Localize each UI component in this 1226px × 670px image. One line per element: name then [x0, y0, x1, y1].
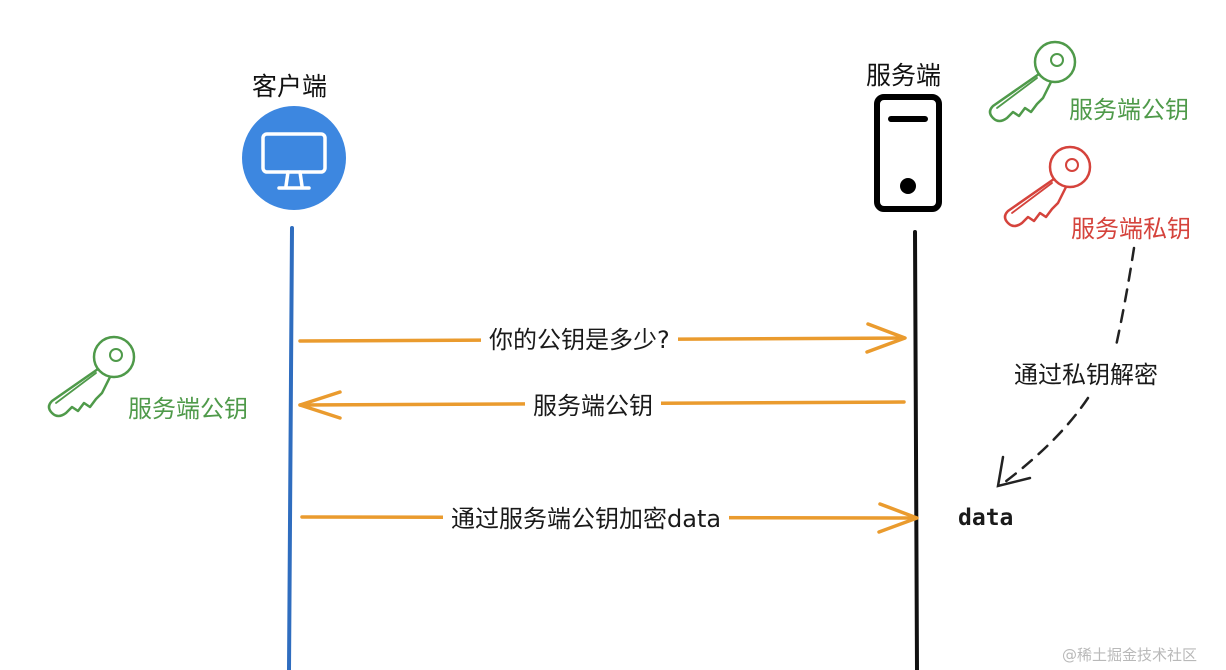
- watermark: @稀土掘金技术社区: [1062, 646, 1198, 664]
- client-title: 客户端: [252, 72, 328, 101]
- server-private-key-label: 服务端私钥: [1071, 215, 1191, 243]
- server-public-key-label: 服务端公钥: [1069, 96, 1189, 124]
- monitor-icon: [242, 106, 346, 210]
- client-lifeline: [287, 226, 294, 670]
- decrypt-label: 通过私钥解密: [1010, 359, 1162, 391]
- client-public-key-icon: [47, 335, 136, 418]
- server-title: 服务端: [866, 61, 942, 90]
- encrypted-data-message: 通过服务端公钥加密data: [443, 503, 730, 535]
- client-public-key-label: 服务端公钥: [128, 395, 248, 423]
- decrypt-arrow: [996, 246, 1136, 488]
- public-key-icon: [988, 40, 1077, 123]
- server-icon: [874, 94, 942, 212]
- response-message: 服务端公钥: [525, 390, 661, 422]
- server-lifeline: [913, 230, 919, 670]
- data-label: data: [958, 505, 1014, 531]
- request-message: 你的公钥是多少?: [481, 324, 678, 356]
